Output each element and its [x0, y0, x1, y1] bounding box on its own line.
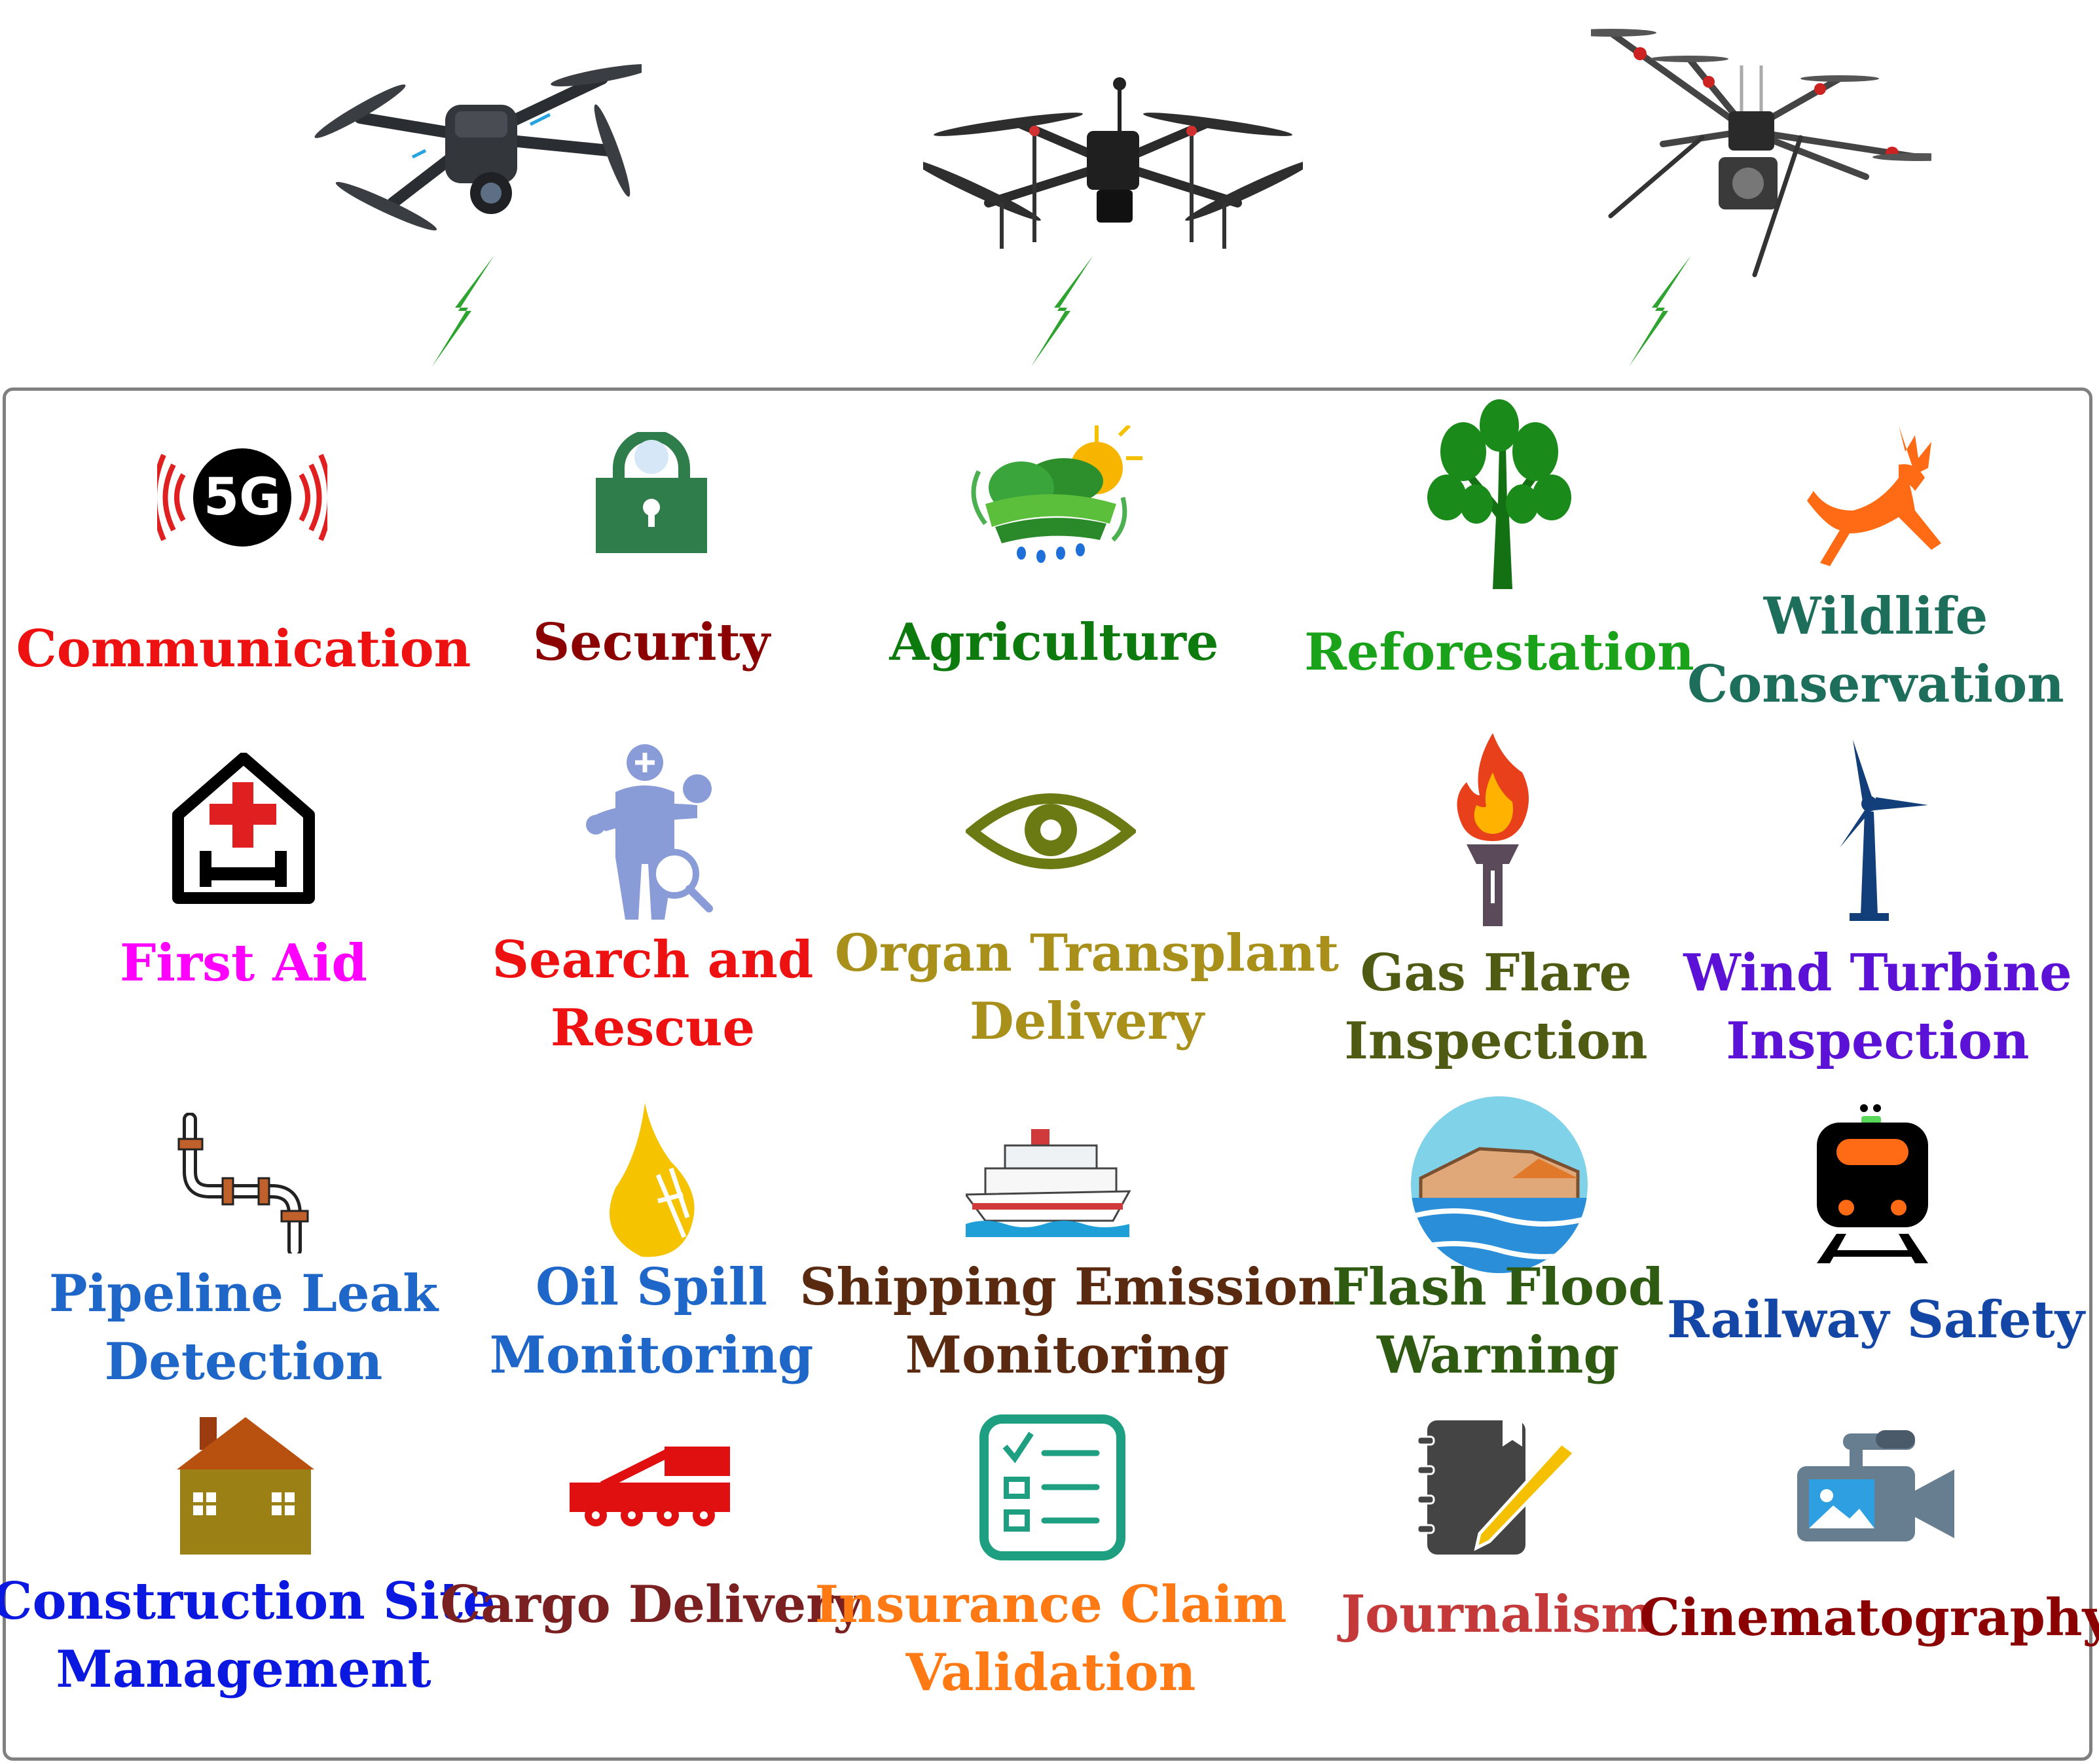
hexacopter-camera-icon: [1591, 29, 1931, 278]
label-line: Inspection: [1726, 1011, 2030, 1071]
medical-house-icon: [172, 753, 315, 904]
notebook-pen-icon: [1416, 1420, 1577, 1555]
cruise-ship-icon: [966, 1129, 1131, 1237]
label-line: Security: [532, 613, 771, 672]
svg-text:5G: 5G: [204, 468, 281, 527]
5g-signal-icon: 5G: [157, 448, 327, 547]
label-line: Inspection: [1344, 1011, 1648, 1071]
label-line: Cinematography: [1639, 1588, 2099, 1647]
industrial-quadcopter-icon: [923, 77, 1303, 249]
wireless-link-bolt-icon: [1629, 255, 1691, 367]
applications-panel: [3, 387, 2092, 1761]
tree-icon: [1427, 399, 1571, 589]
label-line: Validation: [905, 1643, 1196, 1702]
label-line: Insurance Claim: [814, 1575, 1287, 1634]
wireless-link-bolt-icon: [1031, 255, 1093, 367]
label-5g-signal: Communication: [16, 615, 471, 683]
label-notebook-pen: Journalism: [1341, 1581, 1655, 1649]
label-line: Pipeline Leak: [48, 1264, 439, 1323]
foldable-quadcopter-icon: [314, 63, 642, 231]
rescuer-icon: [586, 744, 713, 920]
eye-icon: [966, 793, 1136, 869]
label-line: Shipping Emission: [799, 1257, 1335, 1317]
label-line: Agriculture: [889, 613, 1219, 672]
label-line: Construction Site: [0, 1572, 496, 1631]
label-video-camera: Cinematography: [1639, 1584, 2099, 1652]
farm-landscape-icon: [971, 425, 1142, 563]
label-line: Cargo Delivery: [440, 1575, 863, 1634]
label-line: Communication: [16, 619, 471, 679]
label-padlock: Security: [533, 609, 770, 677]
wind-turbine-icon: [1840, 740, 1928, 921]
label-farm-landscape: Agriculture: [889, 609, 1218, 677]
label-line: Warning: [1376, 1325, 1620, 1385]
label-cargo-truck: Cargo Delivery: [440, 1571, 862, 1639]
wireless-link-bolt-icon: [432, 255, 494, 367]
label-medical-house: First Aid: [120, 929, 367, 998]
label-line: Flash Flood: [1332, 1257, 1664, 1317]
padlock-icon: [596, 432, 707, 553]
label-line: Detection: [104, 1332, 383, 1392]
train-icon: [1817, 1104, 1928, 1263]
label-line: Monitoring: [905, 1325, 1230, 1385]
gas-flare-icon: [1457, 733, 1529, 926]
label-line: Railway Safety: [1667, 1290, 2085, 1350]
label-line: Reforestation: [1304, 622, 1694, 682]
video-camera-icon: [1797, 1430, 1954, 1541]
label-line: Journalism: [1341, 1585, 1655, 1644]
label-line: Conservation: [1687, 655, 2064, 714]
label-line: Search and: [492, 930, 814, 990]
label-line: Monitoring: [489, 1325, 814, 1385]
label-train: Railway Safety: [1667, 1286, 2085, 1354]
label-line: Oil Spill: [535, 1257, 768, 1317]
label-line: First Aid: [120, 933, 367, 993]
flooded-house-icon: [1411, 1096, 1588, 1273]
label-line: Delivery: [970, 992, 1204, 1051]
label-line: Gas Flare: [1360, 943, 1632, 1003]
deer-icon: [1807, 425, 1941, 566]
label-line: Rescue: [550, 998, 756, 1058]
label-tree: Reforestation: [1304, 619, 1694, 687]
oil-drop-icon: [610, 1103, 695, 1257]
label-line: Management: [56, 1640, 431, 1699]
pipeline-icon: [177, 1113, 309, 1253]
house-icon: [177, 1417, 314, 1555]
label-line: Organ Transplant: [834, 924, 1340, 983]
label-line: Wind Turbine: [1683, 943, 2072, 1003]
cargo-truck-icon: [570, 1447, 730, 1526]
checklist-icon: [979, 1414, 1125, 1560]
label-line: Wildlife: [1763, 586, 1988, 646]
